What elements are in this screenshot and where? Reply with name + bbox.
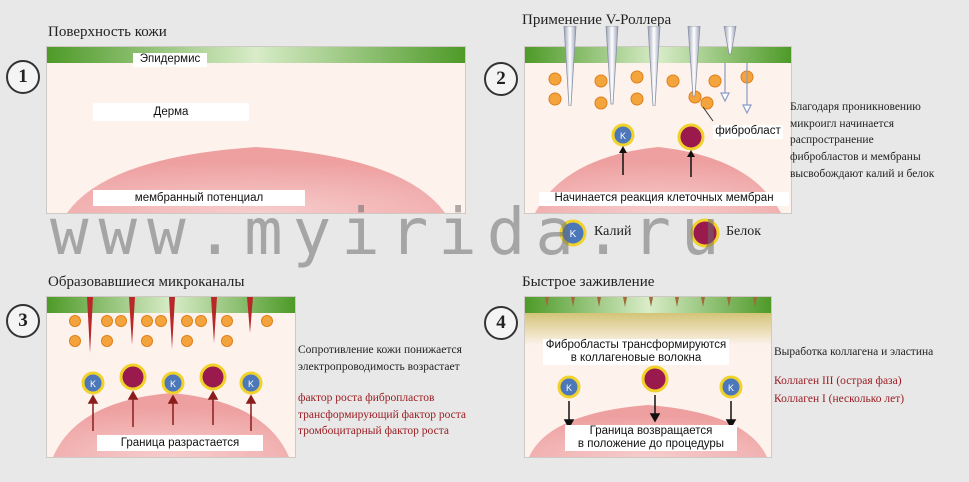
panel-3: K K K Граница разрастается (46, 296, 296, 458)
collagen-list: Коллаген III (острая фаза) Коллаген I (н… (774, 372, 904, 409)
potassium-ion: K (611, 123, 635, 175)
fibroblast-label: фибробласт (713, 125, 783, 139)
svg-text:K: K (170, 379, 176, 389)
microchannels (87, 297, 253, 353)
membrane-label: мембранный потенциал (93, 190, 305, 206)
step-number-1: 1 (6, 60, 40, 94)
dermis-label: Дерма (93, 103, 249, 121)
svg-text:K: K (90, 379, 96, 389)
svg-text:K: K (566, 383, 572, 393)
growth-factor: фактор роста фибропластов (298, 392, 435, 404)
desc-line: высвобождают калий и белок (790, 167, 935, 180)
v-roller-needles (563, 26, 737, 106)
panel-4-description: Выработка коллагена и эластина (774, 346, 934, 358)
desc-line: электропроводимость возрастает (298, 360, 460, 373)
label-line: в положение до процедуры (577, 437, 725, 450)
fibroblast-dots (69, 315, 273, 347)
growth-factor: тромбоцитарный фактор роста (298, 425, 449, 438)
step-number-4: 4 (484, 306, 518, 340)
panel-1-art (47, 47, 465, 213)
desc-line: Благодаря проникновению (790, 101, 921, 113)
panel-3-art: K K K (47, 297, 295, 457)
panel-1-title: Поверхность кожи (48, 24, 167, 40)
collagen-type: Коллаген III (острая фаза) (774, 375, 902, 387)
epidermis-layer (47, 47, 465, 63)
legend-protein-icon (690, 218, 720, 248)
collagen-type: Коллаген I (несколько лет) (774, 393, 905, 406)
desc-line: фибробластов и мембраны (790, 151, 921, 164)
boundary-return-label: Граница возвращается в положение до проц… (565, 425, 737, 451)
epidermis-label: Эпидермис (133, 53, 207, 67)
step-number-2: 2 (484, 62, 518, 96)
fibroblast-transform-label: Фибробласты трансформируются в коллагено… (543, 339, 729, 365)
watermark: www.myirida.ru (50, 196, 730, 270)
healed-channels (545, 297, 757, 307)
svg-text:K: K (248, 379, 254, 389)
desc-line: распространение (790, 134, 874, 147)
needle (605, 26, 619, 105)
boundary-label: Граница разрастается (97, 435, 263, 451)
label-line: Фибробласты трансформируются (545, 339, 727, 351)
panel-2-title: Применение V-Роллера (522, 12, 672, 28)
fibroblast-dots (548, 70, 754, 110)
protein-molecule (677, 123, 705, 177)
growth-arrows (87, 390, 257, 431)
desc-line: Сопротивление кожи понижается (298, 344, 462, 356)
legend-potassium-label: Калий (594, 224, 632, 239)
label-line: Граница возвращается (589, 425, 713, 437)
svg-text:K: K (728, 383, 734, 393)
needle-arrows (720, 63, 752, 115)
reaction-label: Начинается реакция клеточных мембран (539, 192, 789, 206)
needle (563, 26, 577, 106)
ions-row: K K K (81, 363, 263, 395)
panel-1: Эпидермис Дерма мембранный потенциал (46, 46, 466, 214)
svg-text:K: K (620, 131, 626, 141)
desc-line: микроигл начинается (790, 117, 895, 130)
panel-4-title: Быстрое заживление (522, 274, 655, 290)
panel-2-description: Благодаря проникновению микроигл начинае… (790, 99, 934, 182)
legend-potassium-icon: K (559, 219, 587, 247)
panel-3-description: Сопротивление кожи понижается электропро… (298, 342, 462, 375)
svg-text:K: K (570, 229, 577, 240)
panel-3-title: Образовавшиеся микроканалы (48, 274, 245, 290)
growth-factor: трансформирующий фактор роста (298, 408, 467, 421)
growth-factors-list: фактор роста фибропластов трансформирующ… (298, 390, 466, 440)
fibroblast-pointer (702, 106, 714, 122)
label-line: в коллагеновые волокна (570, 351, 702, 364)
needle (687, 26, 701, 97)
needle (723, 26, 737, 55)
step-number-3: 3 (6, 304, 40, 338)
needle (647, 26, 661, 106)
legend-protein-label: Белок (726, 224, 762, 239)
down-arrows (563, 395, 737, 429)
epidermis-layer (525, 297, 771, 313)
ions-row: K K (557, 365, 743, 399)
panel-4: K K Фибробласты трансформируются в колла… (524, 296, 772, 458)
